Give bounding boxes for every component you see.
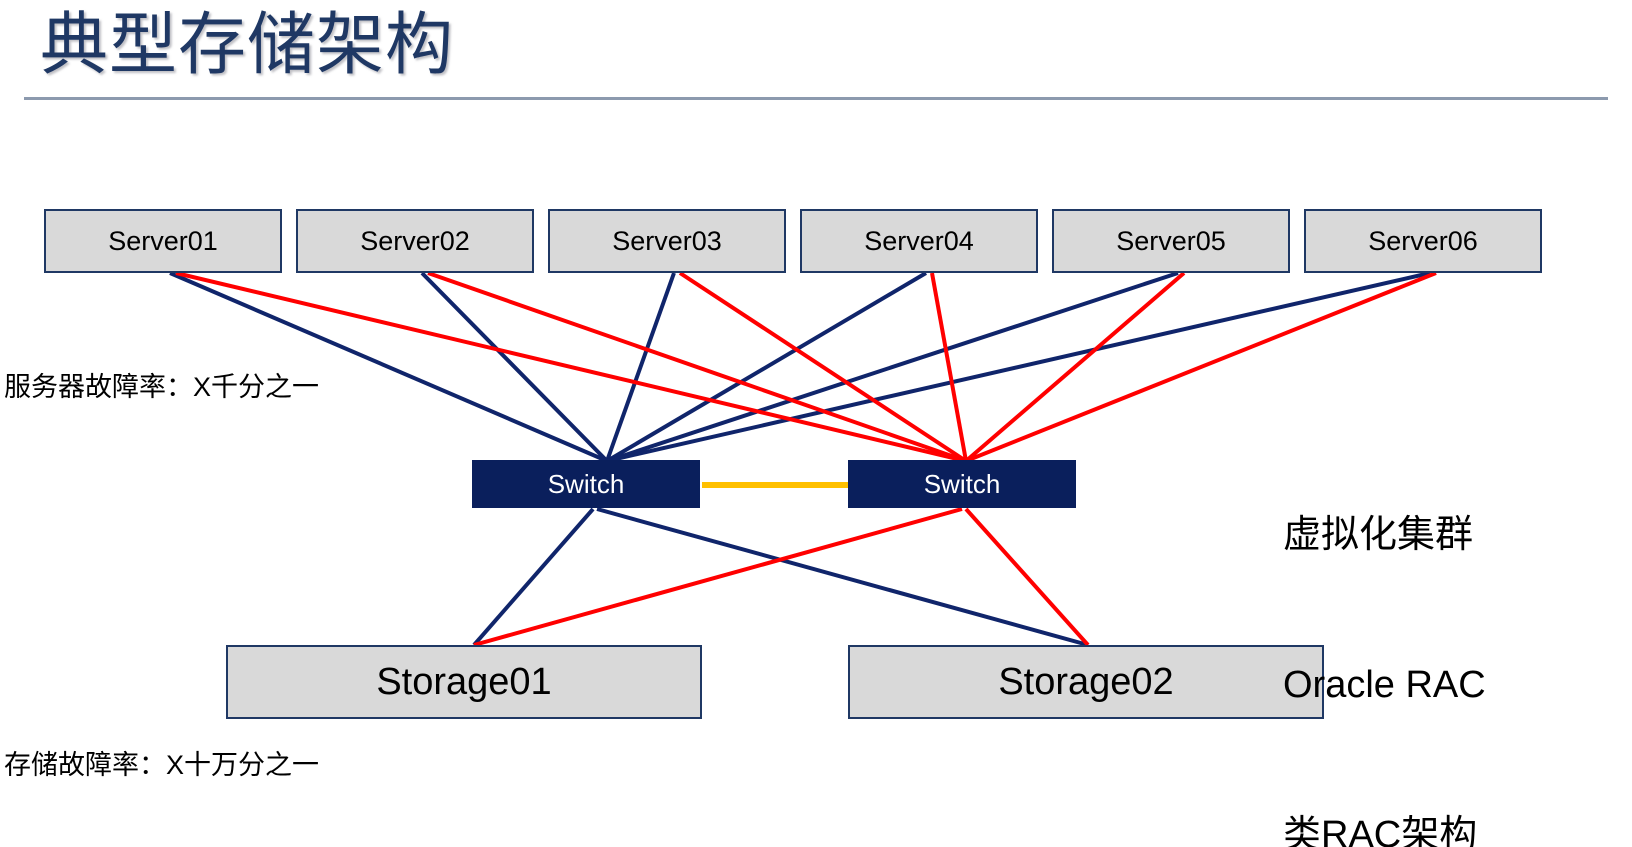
node-server-01[interactable]: Server01	[44, 209, 282, 273]
link-switch-to-storage-2	[596, 507, 1089, 647]
node-label: Server04	[864, 225, 974, 256]
node-switch-left[interactable]: Switch	[472, 460, 700, 508]
node-label: Server05	[1116, 225, 1226, 256]
annotation-cluster-line-2: Oracle RAC	[1283, 664, 1486, 706]
node-label: Server02	[360, 225, 470, 256]
node-label: Switch	[547, 468, 625, 499]
node-label: Storage02	[998, 660, 1174, 703]
annotation-storage-failure-rate: 存储故障率：X十万分之一	[4, 750, 320, 780]
link-switch-to-storage-1	[472, 507, 595, 647]
node-server-03[interactable]: Server03	[548, 209, 786, 273]
secondary-links-group	[175, 271, 1437, 463]
link-server-to-left-switch-3	[605, 272, 676, 462]
node-server-02[interactable]: Server02	[296, 209, 534, 273]
node-label: Switch	[923, 468, 1001, 499]
node-server-04[interactable]: Server04	[800, 209, 1038, 273]
link-server-to-right-switch-2	[427, 271, 967, 463]
link-server-to-left-switch-6	[606, 271, 1431, 463]
node-storage-01[interactable]: Storage01	[226, 645, 702, 719]
node-server-06[interactable]: Server06	[1304, 209, 1542, 273]
page-title: 典型存储架构	[40, 7, 455, 83]
link-server-to-left-switch-5	[606, 271, 1179, 463]
annotation-cluster-types: 虚拟化集群 Oracle RAC 类RAC架构	[1283, 410, 1486, 847]
link-server-to-right-switch-6	[965, 271, 1437, 463]
link-switch-to-storage-3	[473, 507, 963, 647]
node-label: Storage01	[376, 660, 552, 703]
link-server-to-right-switch-5	[964, 271, 1186, 463]
annotation-server-failure-rate: 服务器故障率：X千分之一	[4, 372, 320, 402]
link-server-to-right-switch-3	[678, 271, 968, 463]
node-label: Server03	[612, 225, 722, 256]
node-label: Server01	[108, 225, 218, 256]
switch-storage-links-group	[472, 507, 1090, 647]
primary-links-group	[169, 271, 1431, 463]
node-switch-right[interactable]: Switch	[848, 460, 1076, 508]
node-label: Server06	[1368, 225, 1478, 256]
link-server-to-left-switch-2	[420, 271, 609, 463]
annotation-cluster-line-3: 类RAC架构	[1283, 814, 1478, 847]
link-server-to-left-switch-1	[169, 271, 608, 463]
annotation-cluster-line-1: 虚拟化集群	[1283, 514, 1474, 556]
node-storage-02[interactable]: Storage02	[848, 645, 1324, 719]
link-server-to-right-switch-4	[930, 272, 968, 462]
node-server-05[interactable]: Server05	[1052, 209, 1290, 273]
title-divider	[24, 97, 1608, 100]
link-server-to-left-switch-4	[605, 271, 928, 463]
link-switch-to-storage-4	[964, 507, 1090, 647]
link-server-to-right-switch-1	[175, 271, 967, 463]
